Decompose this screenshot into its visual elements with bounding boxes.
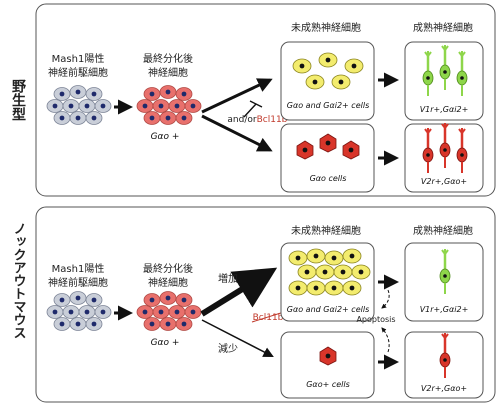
ko-postmitotic-title-2: 神経細胞	[148, 276, 188, 289]
decrease-label: 減少	[218, 342, 238, 355]
mature-bottom-caption: V2r+,Gαo+	[421, 177, 467, 186]
ko-mature-bottom-caption: V2r+,Gαo+	[421, 384, 467, 393]
knockout-panel	[35, 206, 496, 403]
ko-arrow-increase	[200, 267, 278, 317]
ko-progenitor-cell-cluster	[46, 291, 112, 331]
and-or-label: and/or	[227, 115, 256, 125]
apoptosis-arrow-bottom	[381, 327, 390, 353]
apoptosis-label: Apoptosis	[356, 315, 395, 324]
increase-label: 増加	[218, 272, 238, 285]
wild-type-label: 野生型	[10, 79, 26, 121]
mature-top-caption: V1r+,Gαi2+	[420, 105, 469, 114]
ko-bcl11b-strike	[251, 311, 285, 323]
immature-top-caption: Gαo and Gαi2+ cells	[287, 101, 369, 110]
postmitotic-title-1: 最終分化後	[143, 52, 193, 65]
bcl11b-label: Bcl11b	[257, 115, 288, 125]
inhibition-mark	[243, 100, 263, 118]
progenitor-title-2: 神経前駆細胞	[48, 66, 108, 79]
arrow-branch-upper	[201, 78, 273, 114]
postmitotic-cell-cluster	[136, 85, 202, 125]
ko-postmitotic-cell-cluster	[136, 291, 202, 331]
arrow-branch-lower	[201, 114, 273, 152]
progenitor-cell-cluster	[46, 85, 112, 125]
progenitor-title-1: Mash1陽性	[52, 52, 105, 65]
ko-immature-top-caption: Gαo and Gαi2+ cells	[287, 305, 369, 314]
ko-yellow-cell-group	[288, 248, 371, 296]
ko-progenitor-title-2: 神経前駆細胞	[48, 276, 108, 289]
knockout-label: ノックアウトマウス	[11, 222, 27, 339]
ko-progenitor-title-1: Mash1陽性	[52, 262, 105, 275]
ko-postmitotic-marker: Gαo +	[151, 338, 180, 348]
ko-arrow-decrease	[201, 319, 274, 357]
ko-mature-header: 成熟神経細胞	[413, 224, 473, 237]
ko-mature-top-caption: V1r+,Gαi2+	[420, 305, 469, 314]
ko-postmitotic-title-1: 最終分化後	[143, 262, 193, 275]
ko-immature-header: 未成熟神経細胞	[291, 224, 361, 237]
ko-bcl11b-label: Bcl11b	[253, 313, 284, 323]
mature-header: 成熟神経細胞	[413, 21, 473, 34]
postmitotic-title-2: 神経細胞	[148, 66, 188, 79]
wild-type-panel	[35, 3, 496, 197]
immature-bottom-caption: Gαo cells	[310, 174, 347, 183]
postmitotic-marker: Gαo +	[151, 132, 180, 142]
immature-header: 未成熟神経細胞	[291, 21, 361, 34]
ko-immature-bottom-caption: Gαo+ cells	[306, 380, 350, 389]
apoptosis-arrow-top	[381, 289, 390, 309]
